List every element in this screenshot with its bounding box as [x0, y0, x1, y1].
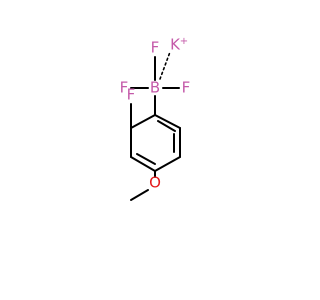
molecule-diagram: K + B F F F F O — [120, 36, 191, 201]
bond-b-potassium-dashed — [159, 51, 171, 80]
boron-atom-label: B — [150, 79, 160, 97]
ring-bond-top-left — [130, 114, 156, 129]
fluorine-left-label: F — [120, 79, 129, 97]
ring-double-top-right-inner — [157, 120, 176, 132]
bond-lines — [130, 51, 181, 201]
ring-bond-top-right — [154, 114, 181, 129]
ring-bond-bottom-right — [154, 156, 181, 172]
fluorine-top-label: F — [151, 39, 160, 57]
atom-labels: K + B F F F F O — [120, 36, 191, 192]
fluorine-ring-label: F — [127, 86, 136, 104]
ring-bond-bottom-left — [130, 156, 156, 172]
fluorine-right-label: F — [182, 79, 191, 97]
potassium-charge-label: + — [180, 36, 188, 47]
oxygen-atom-label: O — [149, 174, 161, 192]
molecule-canvas: K + B F F F F O — [120, 36, 191, 201]
potassium-atom-label: K — [170, 36, 181, 54]
bond-oxygen-methyl — [130, 189, 149, 201]
ring-double-bottom-left-inner — [136, 153, 156, 165]
